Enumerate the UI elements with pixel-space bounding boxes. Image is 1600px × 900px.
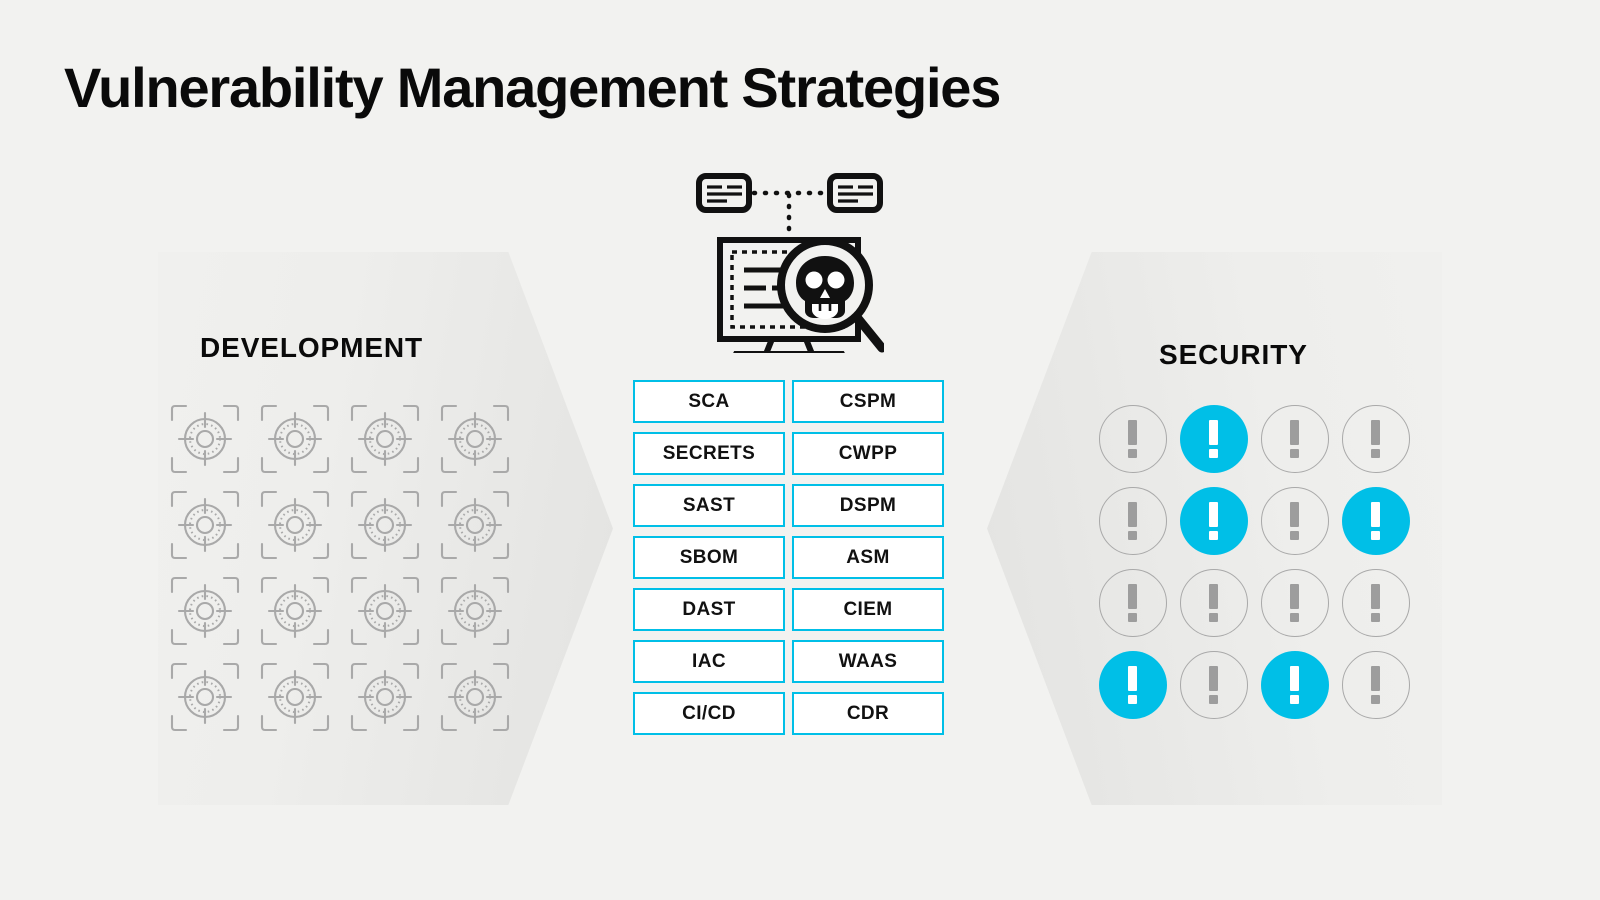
security-warning-icon-grid bbox=[1092, 398, 1416, 726]
exclamation-warning-icon-inactive bbox=[1260, 569, 1329, 637]
badge-sca[interactable]: SCA bbox=[633, 380, 785, 423]
exclamation-warning-icon bbox=[1173, 398, 1254, 480]
target-crosshair-icon bbox=[250, 654, 340, 740]
exclamation-warning-icon-inactive bbox=[1341, 651, 1410, 719]
exclamation-warning-icon bbox=[1173, 562, 1254, 644]
exclamation-warning-icon bbox=[1092, 480, 1173, 562]
target-crosshair-icon bbox=[430, 482, 520, 568]
badge-asm[interactable]: ASM bbox=[792, 536, 944, 579]
exclamation-mark-glyph bbox=[1371, 420, 1380, 458]
target-crosshair-icon bbox=[340, 568, 430, 654]
target-crosshair-icon bbox=[430, 654, 520, 740]
badge-ciem[interactable]: CIEM bbox=[792, 588, 944, 631]
exclamation-mark-glyph bbox=[1290, 420, 1299, 458]
badge-dspm[interactable]: DSPM bbox=[792, 484, 944, 527]
badge-ci-cd[interactable]: CI/CD bbox=[633, 692, 785, 735]
exclamation-warning-icon bbox=[1335, 398, 1416, 480]
exclamation-warning-icon bbox=[1092, 398, 1173, 480]
exclamation-warning-icon bbox=[1092, 562, 1173, 644]
exclamation-warning-icon bbox=[1335, 644, 1416, 726]
development-badge-column: SCA SECRETS SAST SBOM DAST IAC CI/CD bbox=[633, 380, 785, 735]
target-crosshair-icon bbox=[160, 654, 250, 740]
exclamation-warning-icon-active bbox=[1098, 651, 1167, 719]
target-crosshair-icon bbox=[160, 482, 250, 568]
target-crosshair-icon bbox=[250, 482, 340, 568]
exclamation-warning-icon-inactive bbox=[1098, 569, 1167, 637]
badge-cdr[interactable]: CDR bbox=[792, 692, 944, 735]
exclamation-warning-icon bbox=[1335, 480, 1416, 562]
badge-waas[interactable]: WAAS bbox=[792, 640, 944, 683]
exclamation-warning-icon-inactive bbox=[1260, 487, 1329, 555]
exclamation-warning-icon bbox=[1092, 644, 1173, 726]
exclamation-warning-icon-inactive bbox=[1098, 487, 1167, 555]
exclamation-mark-glyph bbox=[1209, 584, 1218, 622]
monitor-skull-magnifier-icon bbox=[694, 168, 887, 376]
exclamation-warning-icon-inactive bbox=[1341, 405, 1410, 473]
exclamation-warning-icon bbox=[1173, 480, 1254, 562]
page-title: Vulnerability Management Strategies bbox=[64, 56, 1001, 119]
exclamation-mark-glyph bbox=[1371, 584, 1380, 622]
exclamation-warning-icon-inactive bbox=[1179, 569, 1248, 637]
exclamation-mark-glyph bbox=[1290, 666, 1299, 704]
target-crosshair-icon bbox=[160, 568, 250, 654]
exclamation-mark-glyph bbox=[1371, 666, 1380, 704]
exclamation-mark-glyph bbox=[1209, 420, 1218, 458]
exclamation-warning-icon-inactive bbox=[1260, 405, 1329, 473]
security-section-heading: SECURITY bbox=[1159, 339, 1308, 370]
exclamation-mark-glyph bbox=[1128, 502, 1137, 540]
exclamation-mark-glyph bbox=[1128, 420, 1137, 458]
development-target-icon-grid bbox=[160, 396, 520, 740]
target-crosshair-icon bbox=[340, 654, 430, 740]
exclamation-warning-icon-active bbox=[1179, 487, 1248, 555]
target-crosshair-icon bbox=[160, 396, 250, 482]
target-crosshair-icon bbox=[430, 568, 520, 654]
badge-cwpp[interactable]: CWPP bbox=[792, 432, 944, 475]
target-crosshair-icon bbox=[250, 568, 340, 654]
target-crosshair-icon bbox=[430, 396, 520, 482]
exclamation-mark-glyph bbox=[1290, 584, 1299, 622]
exclamation-warning-icon bbox=[1254, 480, 1335, 562]
exclamation-warning-icon-active bbox=[1179, 405, 1248, 473]
exclamation-mark-glyph bbox=[1290, 502, 1299, 540]
exclamation-warning-icon-active bbox=[1260, 651, 1329, 719]
badge-cspm[interactable]: CSPM bbox=[792, 380, 944, 423]
exclamation-mark-glyph bbox=[1209, 666, 1218, 704]
badge-iac[interactable]: IAC bbox=[633, 640, 785, 683]
exclamation-warning-icon-inactive bbox=[1341, 569, 1410, 637]
exclamation-warning-icon bbox=[1335, 562, 1416, 644]
development-section-heading: DEVELOPMENT bbox=[200, 332, 424, 363]
exclamation-warning-icon bbox=[1173, 644, 1254, 726]
target-crosshair-icon bbox=[340, 396, 430, 482]
exclamation-mark-glyph bbox=[1128, 666, 1137, 704]
badge-sbom[interactable]: SBOM bbox=[633, 536, 785, 579]
exclamation-warning-icon bbox=[1254, 398, 1335, 480]
badge-dast[interactable]: DAST bbox=[633, 588, 785, 631]
security-badge-column: CSPM CWPP DSPM ASM CIEM WAAS CDR bbox=[792, 380, 944, 735]
target-crosshair-icon bbox=[250, 396, 340, 482]
target-crosshair-icon bbox=[340, 482, 430, 568]
exclamation-warning-icon bbox=[1254, 644, 1335, 726]
exclamation-warning-icon-active bbox=[1341, 487, 1410, 555]
exclamation-mark-glyph bbox=[1128, 584, 1137, 622]
exclamation-warning-icon bbox=[1254, 562, 1335, 644]
badge-sast[interactable]: SAST bbox=[633, 484, 785, 527]
exclamation-warning-icon-inactive bbox=[1098, 405, 1167, 473]
exclamation-mark-glyph bbox=[1209, 502, 1218, 540]
exclamation-mark-glyph bbox=[1371, 502, 1380, 540]
exclamation-warning-icon-inactive bbox=[1179, 651, 1248, 719]
badge-secrets[interactable]: SECRETS bbox=[633, 432, 785, 475]
